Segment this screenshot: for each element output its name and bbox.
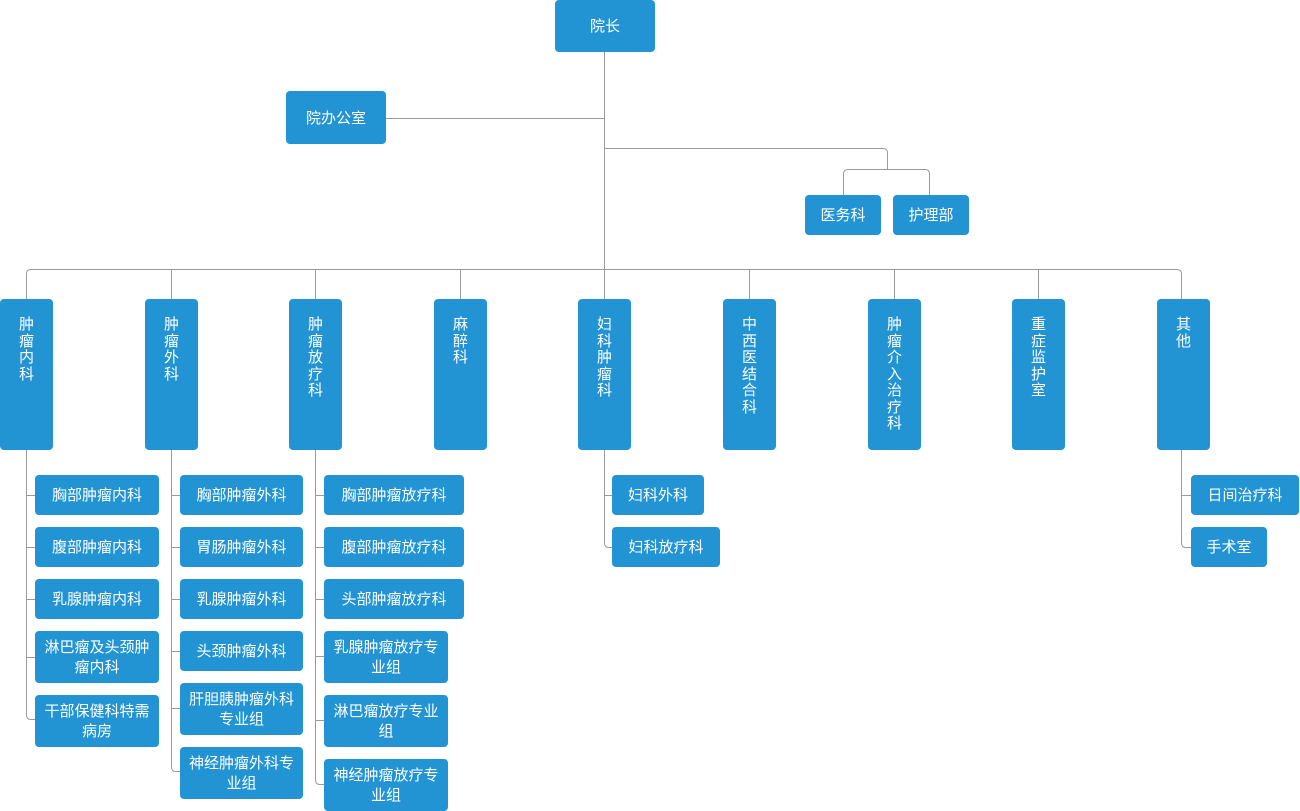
connector-col5 [604, 450, 612, 548]
node-medical-affairs-label: 医务科 [820, 206, 866, 224]
node-president-label: 院长 [589, 17, 620, 35]
unit-label: 日间治疗科 [1207, 486, 1283, 504]
dept-anesthesia[interactable]: 麻醉科 [434, 299, 487, 450]
dept-radiotherapy[interactable]: 肿瘤放疗科 [289, 299, 342, 450]
unit-box[interactable]: 乳腺肿瘤内科 [35, 579, 159, 619]
unit-label: 头颈肿瘤外科 [196, 642, 287, 660]
unit-box[interactable]: 神经肿瘤放疗专业组 [324, 759, 448, 811]
unit-box[interactable]: 胸部肿瘤内科 [35, 475, 159, 515]
unit-box[interactable]: 妇科放疗科 [612, 527, 720, 567]
dept-integrated-medicine[interactable]: 中西医结合科 [723, 299, 776, 450]
unit-box[interactable]: 头部肿瘤放疗科 [324, 579, 464, 619]
unit-box[interactable]: 妇科外科 [612, 475, 704, 515]
node-medical-affairs[interactable]: 医务科 [805, 195, 881, 235]
dept-label: 肿瘤介入治疗科 [887, 315, 903, 432]
unit-box[interactable]: 神经肿瘤外科专业组 [180, 747, 303, 799]
unit-box[interactable]: 乳腺肿瘤外科 [180, 579, 303, 619]
node-nursing-label: 护理部 [908, 206, 954, 224]
dept-label: 重症监护室 [1031, 315, 1047, 399]
dept-label: 肿瘤内科 [19, 315, 35, 383]
connector-admin-split [843, 169, 930, 195]
dept-oncology-surgery[interactable]: 肿瘤外科 [145, 299, 198, 450]
connector-col3 [315, 450, 324, 785]
unit-box[interactable]: 乳腺肿瘤放疗专业组 [324, 631, 448, 683]
connector-col1 [26, 450, 35, 720]
unit-label: 胸部肿瘤外科 [196, 486, 287, 504]
dept-label: 肿瘤外科 [164, 315, 180, 383]
unit-box[interactable]: 腹部肿瘤放疗科 [324, 527, 464, 567]
unit-box[interactable]: 腹部肿瘤内科 [35, 527, 159, 567]
dept-label: 麻醉科 [453, 315, 469, 366]
unit-box[interactable]: 胃肠肿瘤外科 [180, 527, 303, 567]
unit-label: 神经肿瘤放疗专业组 [333, 766, 439, 804]
connector-col9 [1181, 450, 1191, 548]
dept-label: 中西医结合科 [742, 315, 758, 416]
connector-col2 [171, 450, 180, 772]
unit-label: 胃肠肿瘤外科 [196, 538, 287, 556]
unit-label: 胸部肿瘤放疗科 [341, 486, 447, 504]
node-president[interactable]: 院长 [555, 0, 655, 52]
unit-label: 乳腺肿瘤外科 [196, 590, 287, 608]
connector-admin [604, 148, 888, 170]
unit-box[interactable]: 日间治疗科 [1191, 475, 1299, 515]
unit-label: 肝胆胰肿瘤外科专业组 [188, 690, 294, 728]
dept-label: 其他 [1176, 315, 1192, 350]
unit-label: 乳腺肿瘤内科 [51, 590, 142, 608]
dept-interventional[interactable]: 肿瘤介入治疗科 [868, 299, 921, 450]
dept-icu[interactable]: 重症监护室 [1012, 299, 1065, 450]
node-nursing[interactable]: 护理部 [893, 195, 969, 235]
unit-label: 胸部肿瘤内科 [51, 486, 142, 504]
unit-label: 头部肿瘤放疗科 [341, 590, 447, 608]
dept-oncology-medicine[interactable]: 肿瘤内科 [0, 299, 53, 450]
dept-label: 肿瘤放疗科 [308, 315, 324, 399]
unit-label: 乳腺肿瘤放疗专业组 [333, 638, 439, 676]
unit-box[interactable]: 淋巴瘤及头颈肿瘤内科 [35, 631, 159, 683]
unit-box[interactable]: 胸部肿瘤外科 [180, 475, 303, 515]
node-office-label: 院办公室 [305, 108, 366, 127]
unit-box[interactable]: 肝胆胰肿瘤外科专业组 [180, 683, 303, 735]
unit-box[interactable]: 头颈肿瘤外科 [180, 631, 303, 671]
unit-box[interactable]: 手术室 [1191, 527, 1267, 567]
unit-box[interactable]: 淋巴瘤放疗专业组 [324, 695, 448, 747]
dept-label: 妇科肿瘤科 [597, 315, 613, 399]
unit-label: 妇科外科 [627, 486, 688, 504]
unit-label: 妇科放疗科 [628, 538, 704, 556]
unit-label: 手术室 [1206, 538, 1252, 556]
unit-box[interactable]: 胸部肿瘤放疗科 [324, 475, 464, 515]
unit-label: 干部保健科特需病房 [44, 702, 150, 740]
unit-box[interactable]: 干部保健科特需病房 [35, 695, 159, 747]
node-office[interactable]: 院办公室 [286, 91, 386, 144]
unit-label: 淋巴瘤及头颈肿瘤内科 [44, 638, 150, 676]
dept-gynecologic-oncology[interactable]: 妇科肿瘤科 [578, 299, 631, 450]
unit-label: 淋巴瘤放疗专业组 [333, 702, 439, 740]
dept-other[interactable]: 其他 [1157, 299, 1210, 450]
unit-label: 腹部肿瘤内科 [51, 538, 142, 556]
unit-label: 神经肿瘤外科专业组 [188, 754, 294, 792]
unit-label: 腹部肿瘤放疗科 [341, 538, 447, 556]
